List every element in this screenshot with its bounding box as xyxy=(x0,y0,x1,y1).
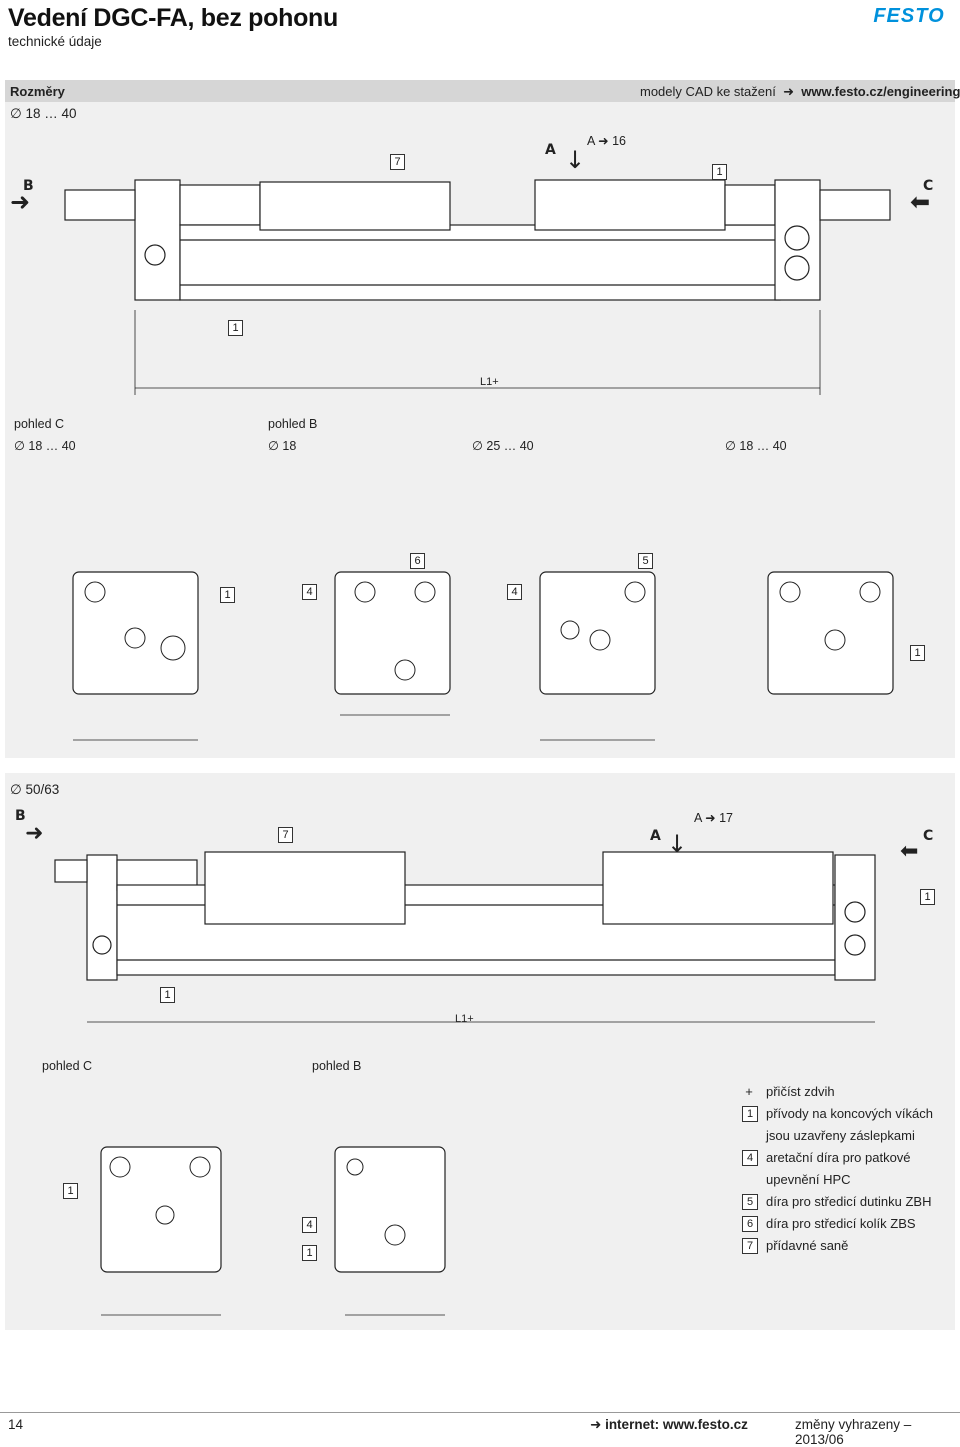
l1-label-2: L1+ xyxy=(455,1013,474,1025)
end-views-drawing-2 xyxy=(100,1146,446,1316)
brand-text: FESTO xyxy=(873,5,944,25)
diameter-icon: ∅ xyxy=(268,439,279,453)
box1-label-e: 1 xyxy=(160,985,175,1003)
section1-heading-band xyxy=(5,80,955,102)
festo-logo: FESTO xyxy=(873,5,944,25)
view-b-size-1: ∅ 18 xyxy=(268,439,297,453)
arrow-right-icon-B2: ➜ xyxy=(25,821,43,846)
a-ref-1-value: 16 xyxy=(612,134,626,148)
cad-text: modely CAD ke stažení xyxy=(640,84,776,99)
arrow-right-icon: ➜ xyxy=(779,84,798,99)
arrow-down-icon-2: ↓ xyxy=(667,830,687,858)
arrow-down-icon-1: ↓ xyxy=(565,146,585,174)
box4-label-b: 4 xyxy=(507,582,522,600)
view-b-label: pohled B xyxy=(268,417,318,431)
svg-text:C: C xyxy=(923,178,933,194)
box1-label-bottom: 1 xyxy=(228,318,243,336)
arrow-right-icon: ➜ xyxy=(590,1417,606,1432)
svg-text:A: A xyxy=(650,828,661,844)
box4-label-c: 4 xyxy=(302,1215,317,1233)
side-view-drawing-1: ➜B ⬅C A ↓ xyxy=(10,142,933,395)
box7-label: 7 xyxy=(390,152,405,170)
size-50-63: ∅ 50/63 xyxy=(10,782,60,797)
view-c-label: pohled C xyxy=(14,417,65,431)
box1-label-f: 1 xyxy=(920,887,935,905)
a-ref-2: A ➜ 17 xyxy=(694,811,733,825)
cad-url-rest: cz/engineering xyxy=(869,84,960,99)
section1-heading: Rozměry xyxy=(10,84,65,99)
box6-label: 6 xyxy=(410,551,425,569)
diameter-icon: ∅ xyxy=(10,106,22,121)
view-b-size-2: ∅ 25 … 40 xyxy=(472,439,534,453)
diameter-icon: ∅ xyxy=(725,439,736,453)
page-subtitle: technické údaje xyxy=(8,34,102,49)
diameter-icon: ∅ xyxy=(472,439,483,453)
box1-label-g: 1 xyxy=(63,1181,78,1199)
box1-label-h: 1 xyxy=(302,1243,317,1261)
arrow-left-icon-C1: ⬅C xyxy=(910,178,933,216)
side-view-drawing-2: B➜ C ⬅ A ↓ xyxy=(15,808,933,1023)
a-ref-2-value: 17 xyxy=(719,811,733,825)
box5-label: 5 xyxy=(638,551,653,569)
box7-label-2: 7 xyxy=(278,825,293,843)
footer-internet[interactable]: ➜ internet: www.festo.cz xyxy=(590,1417,748,1433)
svg-text:B: B xyxy=(15,808,26,824)
view-b-label-2: pohled B xyxy=(312,1059,362,1073)
box1-label-d: 1 xyxy=(910,643,925,661)
footer-internet-text: internet: www.festo.cz xyxy=(605,1417,748,1432)
view-c-label-2: pohled C xyxy=(42,1059,93,1073)
size-range-1: ∅ 18 … 40 xyxy=(10,106,77,122)
l1-label: L1+ xyxy=(480,376,499,388)
arrow-right-icon-B1: ➜B xyxy=(10,178,34,216)
diameter-icon: ∅ xyxy=(10,782,22,797)
svg-text:A: A xyxy=(545,142,556,158)
end-views-drawing-1 xyxy=(72,571,894,741)
a-ref-1: A ➜ 16 xyxy=(587,134,626,148)
page-number: 14 xyxy=(8,1417,24,1432)
size-range-1-text: 18 … 40 xyxy=(25,106,77,121)
box1-label-top: 1 xyxy=(712,162,727,180)
page-title: Vedení DGC-FA, bez pohonu xyxy=(8,4,339,32)
footer-notice: změny vyhrazeny – 2013/06 xyxy=(795,1417,912,1447)
box4-label-a: 4 xyxy=(302,582,317,600)
svg-text:B: B xyxy=(23,178,34,194)
diameter-icon: ∅ xyxy=(14,439,25,453)
arrow-left-icon-C2: ⬅ xyxy=(900,839,918,864)
cad-download-text: modely CAD ke stažení ➜ www.festo.cz/eng… xyxy=(640,84,960,100)
cad-url-bold: www.festo. xyxy=(801,84,870,99)
view-c-size: ∅ 18 … 40 xyxy=(14,439,76,453)
svg-text:⬅: ⬅ xyxy=(910,188,930,216)
svg-text:C: C xyxy=(923,828,933,844)
box1-label-c: 1 xyxy=(220,585,235,603)
view-b-size-3: ∅ 18 … 40 xyxy=(725,439,787,453)
svg-text:➜: ➜ xyxy=(10,188,30,216)
footer-rule xyxy=(0,1412,960,1413)
